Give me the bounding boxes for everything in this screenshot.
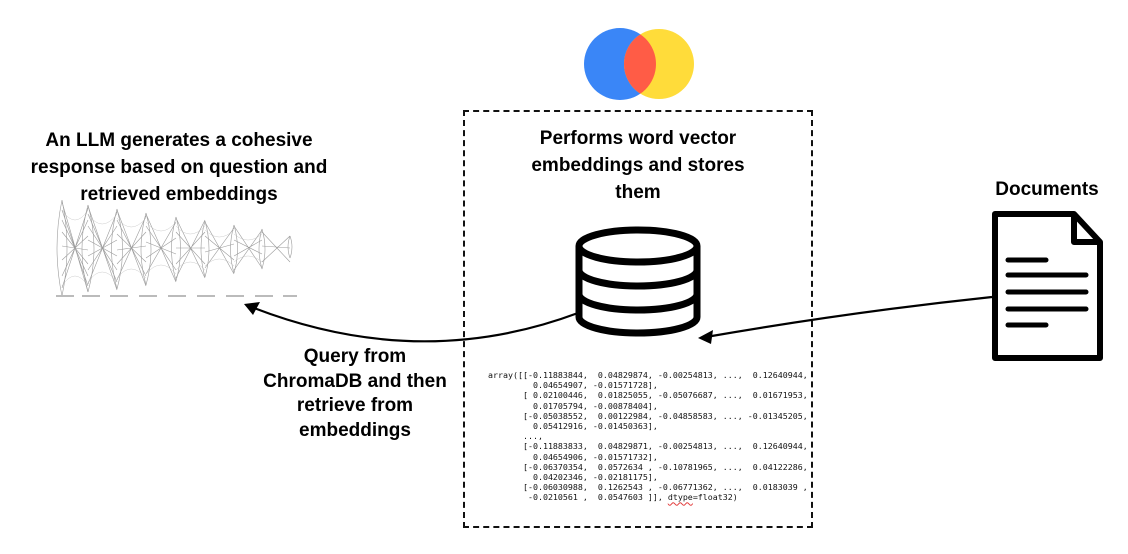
llm-caption-line: An LLM generates a cohesive xyxy=(45,130,313,151)
arrowhead-llm xyxy=(244,302,260,315)
array-line: 0.01705794, -0.00878404], xyxy=(488,400,658,411)
query-caption-line: retrieve from xyxy=(296,395,414,416)
array-line: [-0.05038552, 0.00122984, -0.04858583, .… xyxy=(488,410,808,421)
embedding-caption-line: them xyxy=(615,182,661,203)
documents-label: Documents xyxy=(995,179,1099,200)
query-caption: Query from ChromaDB and then retrieve fr… xyxy=(250,345,460,443)
embedding-caption: Performs word vector embeddings and stor… xyxy=(496,125,780,206)
query-caption-line: embeddings xyxy=(299,419,411,441)
array-line: [-0.06370354, 0.0572634 , -0.10781965, .… xyxy=(488,461,808,472)
array-line: [-0.06030988, 0.1262543 , -0.06771362, .… xyxy=(488,482,808,493)
array-line: 0.04654906, -0.01571732], xyxy=(488,451,658,462)
llm-caption-line: retrieved embeddings xyxy=(80,184,278,205)
query-caption-line: ChromaDB and then xyxy=(263,370,447,392)
array-line: 0.04654907, -0.01571728], xyxy=(488,380,658,391)
embedding-caption-line: embeddings and stores xyxy=(531,155,745,176)
embedding-store-container xyxy=(463,110,813,528)
embedding-caption-line: Performs word vector xyxy=(539,128,737,149)
array-line: 0.04202346, -0.02181175], xyxy=(488,472,658,483)
array-line-last: -0.0210561 , 0.0547603 ]], dtype=float32… xyxy=(488,492,738,502)
array-line: [ 0.02100446, 0.01825055, -0.05076687, .… xyxy=(488,390,808,401)
llm-caption-line: response based on question and xyxy=(30,157,328,178)
array-last-prefix: -0.0210561 , 0.0547603 ]], xyxy=(488,492,668,503)
array-last-suffix: =float32) xyxy=(692,492,738,503)
llm-caption: An LLM generates a cohesive response bas… xyxy=(20,127,338,208)
array-line: [-0.11883833, 0.04829871, -0.00254813, .… xyxy=(488,441,808,452)
query-caption-line: Query from xyxy=(303,346,407,367)
array-line: array([[-0.11883844, 0.04829874, -0.0025… xyxy=(488,370,808,380)
embedding-array-output: array([[-0.11883844, 0.04829874, -0.0025… xyxy=(488,370,808,503)
array-dtype-keyword: dtype xyxy=(667,492,693,503)
array-line: ..., xyxy=(488,431,543,442)
array-line: 0.05412916, -0.01450363], xyxy=(488,421,658,432)
